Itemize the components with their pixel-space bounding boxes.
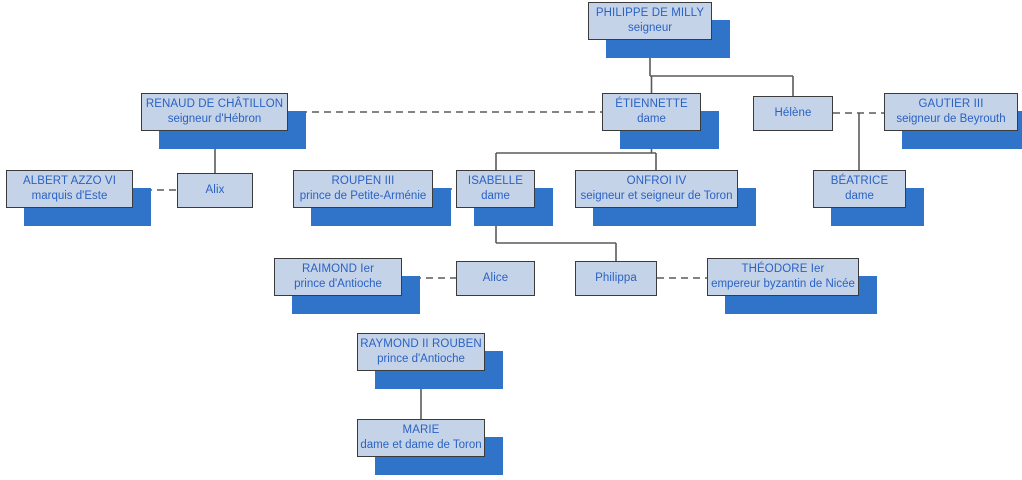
node-name: ISABELLE [467,175,524,188]
node-title: prince d'Antioche [294,278,382,290]
node-name: MARIE [402,424,440,437]
node-name: Philippa [595,272,637,285]
node-philippa[interactable]: Philippa [575,261,657,296]
node-isabelle[interactable]: ISABELLE dame [456,170,535,208]
node-title: seigneur de Beyrouth [896,113,1006,125]
node-name: ONFROI IV [626,175,687,188]
node-name: RAIMOND Ier [301,263,375,276]
node-raimond-ier[interactable]: RAIMOND Ier prince d'Antioche [274,258,402,296]
node-alice[interactable]: Alice [456,261,535,296]
node-title: marquis d'Este [31,190,108,202]
node-name: THÉODORE Ier [741,263,825,276]
node-name: Alix [205,184,225,197]
node-name: Hélène [774,107,812,120]
node-name: BÉATRICE [830,175,889,188]
node-name: ÉTIENNETTE [615,98,688,111]
node-alix[interactable]: Alix [177,173,253,208]
node-title: seigneur d'Hébron [167,113,262,125]
node-roupen-iii[interactable]: ROUPEN III prince de Petite-Arménie [293,170,433,208]
node-beatrice[interactable]: BÉATRICE dame [813,170,906,208]
node-name: GAUTIER III [918,98,984,111]
node-name: Alice [482,272,509,285]
node-name: RAYMOND II ROUBEN [360,338,482,351]
node-title: prince de Petite-Arménie [299,190,427,202]
node-name: ROUPEN III [331,175,395,188]
node-name: ALBERT AZZO VI [22,175,116,188]
node-marie[interactable]: MARIE dame et dame de Toron [357,419,485,457]
node-title: dame et dame de Toron [360,439,482,451]
node-title: dame [481,190,510,202]
node-title: dame [845,190,874,202]
node-albert-azzo-vi[interactable]: ALBERT AZZO VI marquis d'Este [6,170,133,208]
node-title: dame [637,113,666,125]
node-gautier-iii[interactable]: GAUTIER III seigneur de Beyrouth [884,93,1018,131]
node-philippe-de-milly[interactable]: PHILIPPE DE MILLY seigneur [588,2,712,40]
node-etiennette[interactable]: ÉTIENNETTE dame [602,93,701,131]
node-name: PHILIPPE DE MILLY [595,7,705,20]
node-theodore-ier[interactable]: THÉODORE Ier empereur byzantin de Nicée [707,258,859,296]
node-onfroi-iv[interactable]: ONFROI IV seigneur et seigneur de Toron [575,170,738,208]
node-helene[interactable]: Hélène [753,96,833,131]
node-title: seigneur et seigneur de Toron [580,190,733,202]
node-raymond-ii-rouben[interactable]: RAYMOND II ROUBEN prince d'Antioche [357,333,485,371]
node-title: empereur byzantin de Nicée [711,278,855,290]
node-title: seigneur [627,22,673,34]
node-title: prince d'Antioche [377,353,465,365]
node-renaud-de-chatillon[interactable]: RENAUD DE CHÂTILLON seigneur d'Hébron [141,93,288,131]
node-name: RENAUD DE CHÂTILLON [145,98,284,111]
